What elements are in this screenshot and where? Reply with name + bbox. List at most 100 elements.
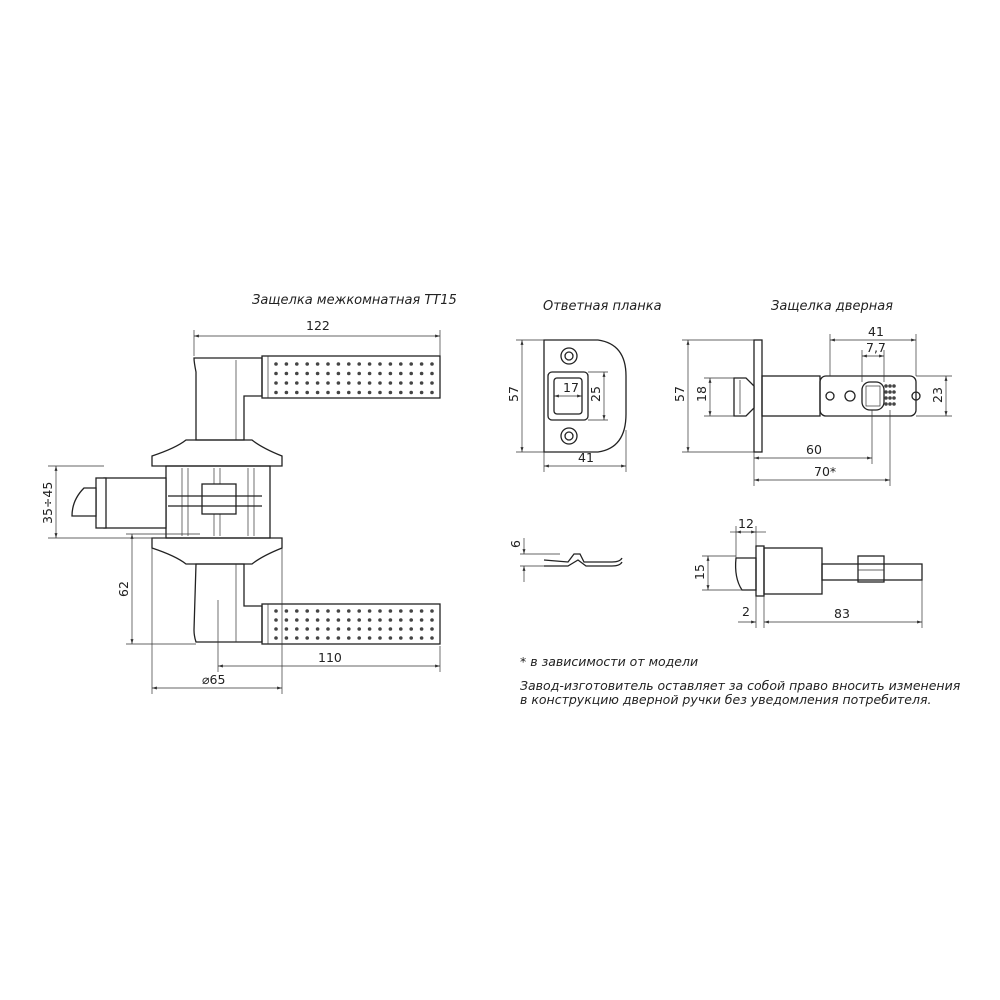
grip-dot [399, 371, 403, 376]
grip-dot [884, 402, 888, 406]
grip-dot [367, 362, 372, 366]
grip-dot [419, 636, 424, 640]
dim-side-15: 15 [692, 564, 707, 580]
grip-dot [388, 362, 393, 366]
grip-dot [274, 390, 278, 395]
strike-plate-dimensions: 57 41 17 25 [506, 339, 627, 472]
grip-dot [367, 618, 372, 622]
grip-dot [326, 618, 330, 622]
dim-plate-slot-width: 17 [563, 380, 579, 395]
grip-dot [357, 636, 362, 640]
grip-dot [305, 381, 310, 385]
grip-dot [284, 390, 289, 395]
grip-dot [336, 609, 341, 613]
lower-rose [151, 537, 283, 565]
grip-dot [274, 371, 278, 376]
grip-dot [430, 390, 434, 395]
dim-center-height: 62 [116, 581, 131, 597]
grip-dot [347, 636, 351, 640]
grip-dot [347, 362, 351, 366]
grip-dot [326, 627, 330, 631]
grip-dot [357, 390, 362, 395]
side-faceplate [755, 545, 765, 597]
dim-plate-slot-height: 25 [588, 386, 603, 402]
grip-dot [892, 402, 896, 406]
grip-dot [274, 609, 278, 613]
grip-dot [419, 609, 424, 613]
grip-dot [884, 396, 888, 400]
door-latch-dimensions: 57 18 41 7,7 23 60 70* [672, 324, 952, 486]
grip-dot [367, 371, 372, 376]
grip-dot [399, 627, 403, 631]
grip-dot [430, 362, 434, 366]
grip-dot [378, 390, 382, 395]
grip-dot [357, 618, 362, 622]
upper-rose [151, 439, 283, 467]
grip-dot [409, 636, 414, 640]
grip-dot [388, 381, 393, 385]
dim-latch-body-41: 41 [868, 324, 884, 339]
dim-lever-length: 110 [318, 650, 342, 665]
grip-dot [892, 384, 896, 388]
grip-dot [326, 362, 330, 366]
grip-dot [274, 381, 278, 385]
latch-tail [819, 375, 917, 417]
grip-dot [892, 390, 896, 394]
latch-faceplate [753, 339, 763, 453]
grip-dot [326, 371, 330, 376]
grip-dot [884, 384, 888, 388]
grip-dot [367, 636, 372, 640]
grip-dot [336, 362, 341, 366]
grip-dot [388, 390, 393, 395]
side-spindle-hub [857, 555, 885, 583]
grip-dot [430, 618, 434, 622]
grip-dot [409, 362, 414, 366]
grip-dot [357, 381, 362, 385]
grip-dot [409, 390, 414, 395]
grip-dot [295, 618, 299, 622]
grip-dot [305, 371, 310, 376]
grip-dot [336, 627, 341, 631]
dim-spindle-range: 35÷45 [40, 482, 55, 524]
grip-dot [419, 390, 424, 395]
grip-dot [388, 618, 393, 622]
grip-dot [315, 381, 320, 385]
grip-dot [378, 362, 382, 366]
grip-dot [378, 371, 382, 376]
grip-dot [284, 627, 289, 631]
strike-plate-outline [543, 339, 627, 453]
grip-dot [295, 390, 299, 395]
grip-dot [336, 636, 341, 640]
handle-assembly [71, 355, 441, 645]
strike-plate-side: 6 [508, 538, 623, 582]
grip-dot [419, 627, 424, 631]
title-interior-latch: Защелка межкомнатная ТТ15 [252, 293, 457, 308]
grip-dot [419, 362, 424, 366]
grip-dot [378, 609, 382, 613]
side-body [763, 547, 823, 595]
grip-dot [284, 618, 289, 622]
grip-dot [378, 636, 382, 640]
dim-side-12: 12 [738, 516, 754, 531]
lower-grip-texture [274, 609, 434, 640]
dim-latch-height: 57 [672, 386, 687, 402]
grip-dot [888, 384, 892, 388]
title-door-latch: Защелка дверная [771, 299, 893, 314]
grip-dot [347, 381, 351, 385]
grip-dot [295, 609, 299, 613]
disclaimer-line-2: в конструкцию дверной ручки без уведомле… [520, 692, 931, 707]
grip-dot [274, 618, 278, 622]
upper-grip-texture [274, 362, 434, 395]
grip-dot [295, 381, 299, 385]
grip-dot [284, 362, 289, 366]
latch-case [103, 477, 167, 529]
grip-dot [357, 371, 362, 376]
grip-dot [892, 396, 896, 400]
grip-dot [315, 390, 320, 395]
grip-dot [419, 618, 424, 622]
dim-rose-diameter: ⌀65 [202, 672, 225, 687]
grip-dot [305, 627, 310, 631]
grip-dot [347, 627, 351, 631]
grip-dot [399, 618, 403, 622]
upper-lever-neck [193, 357, 263, 441]
